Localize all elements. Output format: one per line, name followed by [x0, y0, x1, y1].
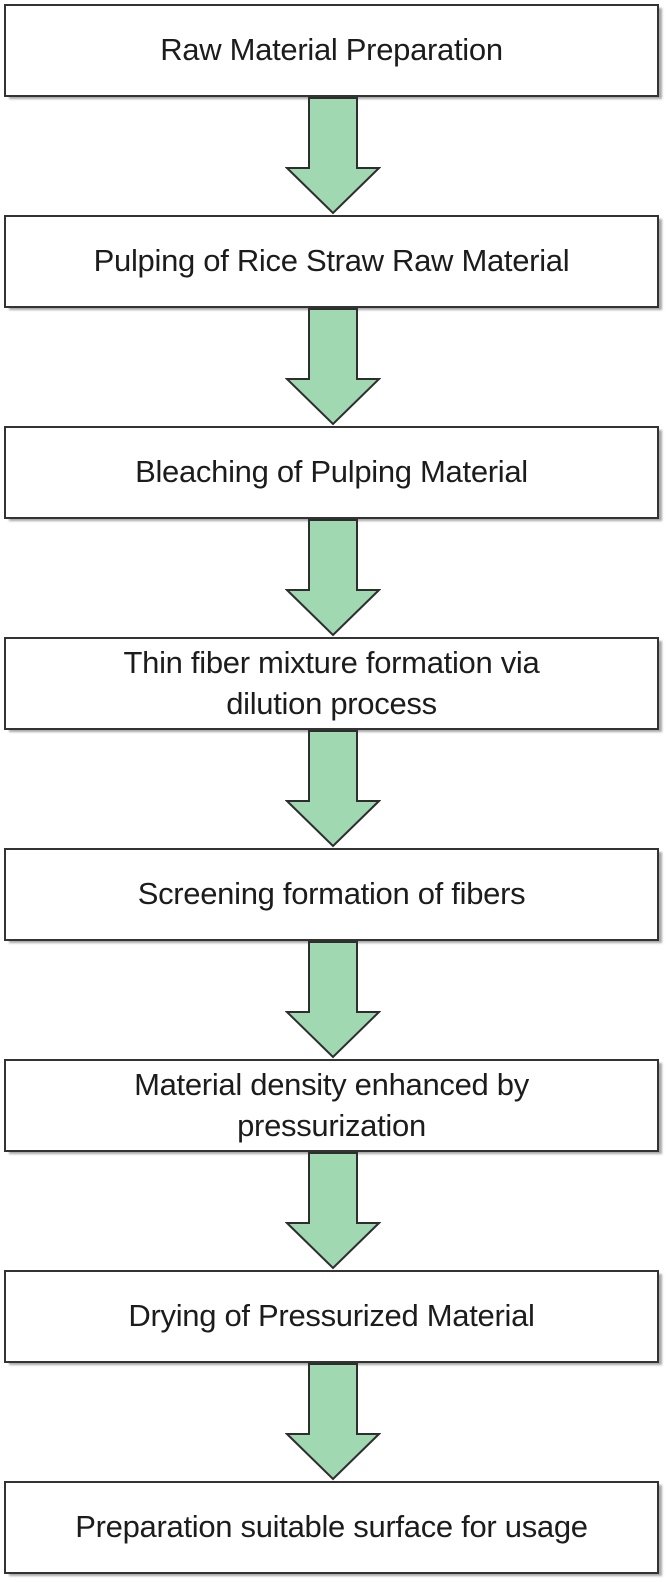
flow-step-label: Thin fiber mixture formation via dilutio…	[123, 645, 540, 721]
flow-step-pulping: Pulping of Rice Straw Raw Material	[4, 215, 659, 308]
flow-step-screening: Screening formation of fibers	[4, 848, 659, 941]
flow-step-label: Raw Material Preparation	[160, 32, 503, 68]
flow-step-surface-preparation: Preparation suitable surface for usage	[4, 1481, 659, 1574]
flow-step-label: Preparation suitable surface for usage	[75, 1509, 588, 1545]
down-arrow-icon	[0, 730, 666, 848]
flow-step-label: Pulping of Rice Straw Raw Material	[93, 243, 570, 279]
down-arrow-icon	[0, 941, 666, 1059]
flow-step-density-pressurization: Material density enhanced by pressurizat…	[4, 1059, 659, 1152]
down-arrow-icon	[0, 1152, 666, 1270]
flow-step-label: Screening formation of fibers	[137, 876, 526, 912]
flow-step-thin-fiber-mixture: Thin fiber mixture formation via dilutio…	[4, 637, 659, 730]
flow-step-raw-material-preparation: Raw Material Preparation	[4, 4, 659, 97]
flow-step-drying: Drying of Pressurized Material	[4, 1270, 659, 1363]
flow-step-label: Material density enhanced by pressurizat…	[134, 1067, 529, 1143]
down-arrow-icon	[0, 97, 666, 215]
down-arrow-icon	[0, 519, 666, 637]
flow-step-label: Drying of Pressurized Material	[128, 1298, 535, 1334]
flow-step-label: Bleaching of Pulping Material	[135, 454, 528, 490]
down-arrow-icon	[0, 1363, 666, 1481]
down-arrow-icon	[0, 308, 666, 426]
flow-step-bleaching: Bleaching of Pulping Material	[4, 426, 659, 519]
